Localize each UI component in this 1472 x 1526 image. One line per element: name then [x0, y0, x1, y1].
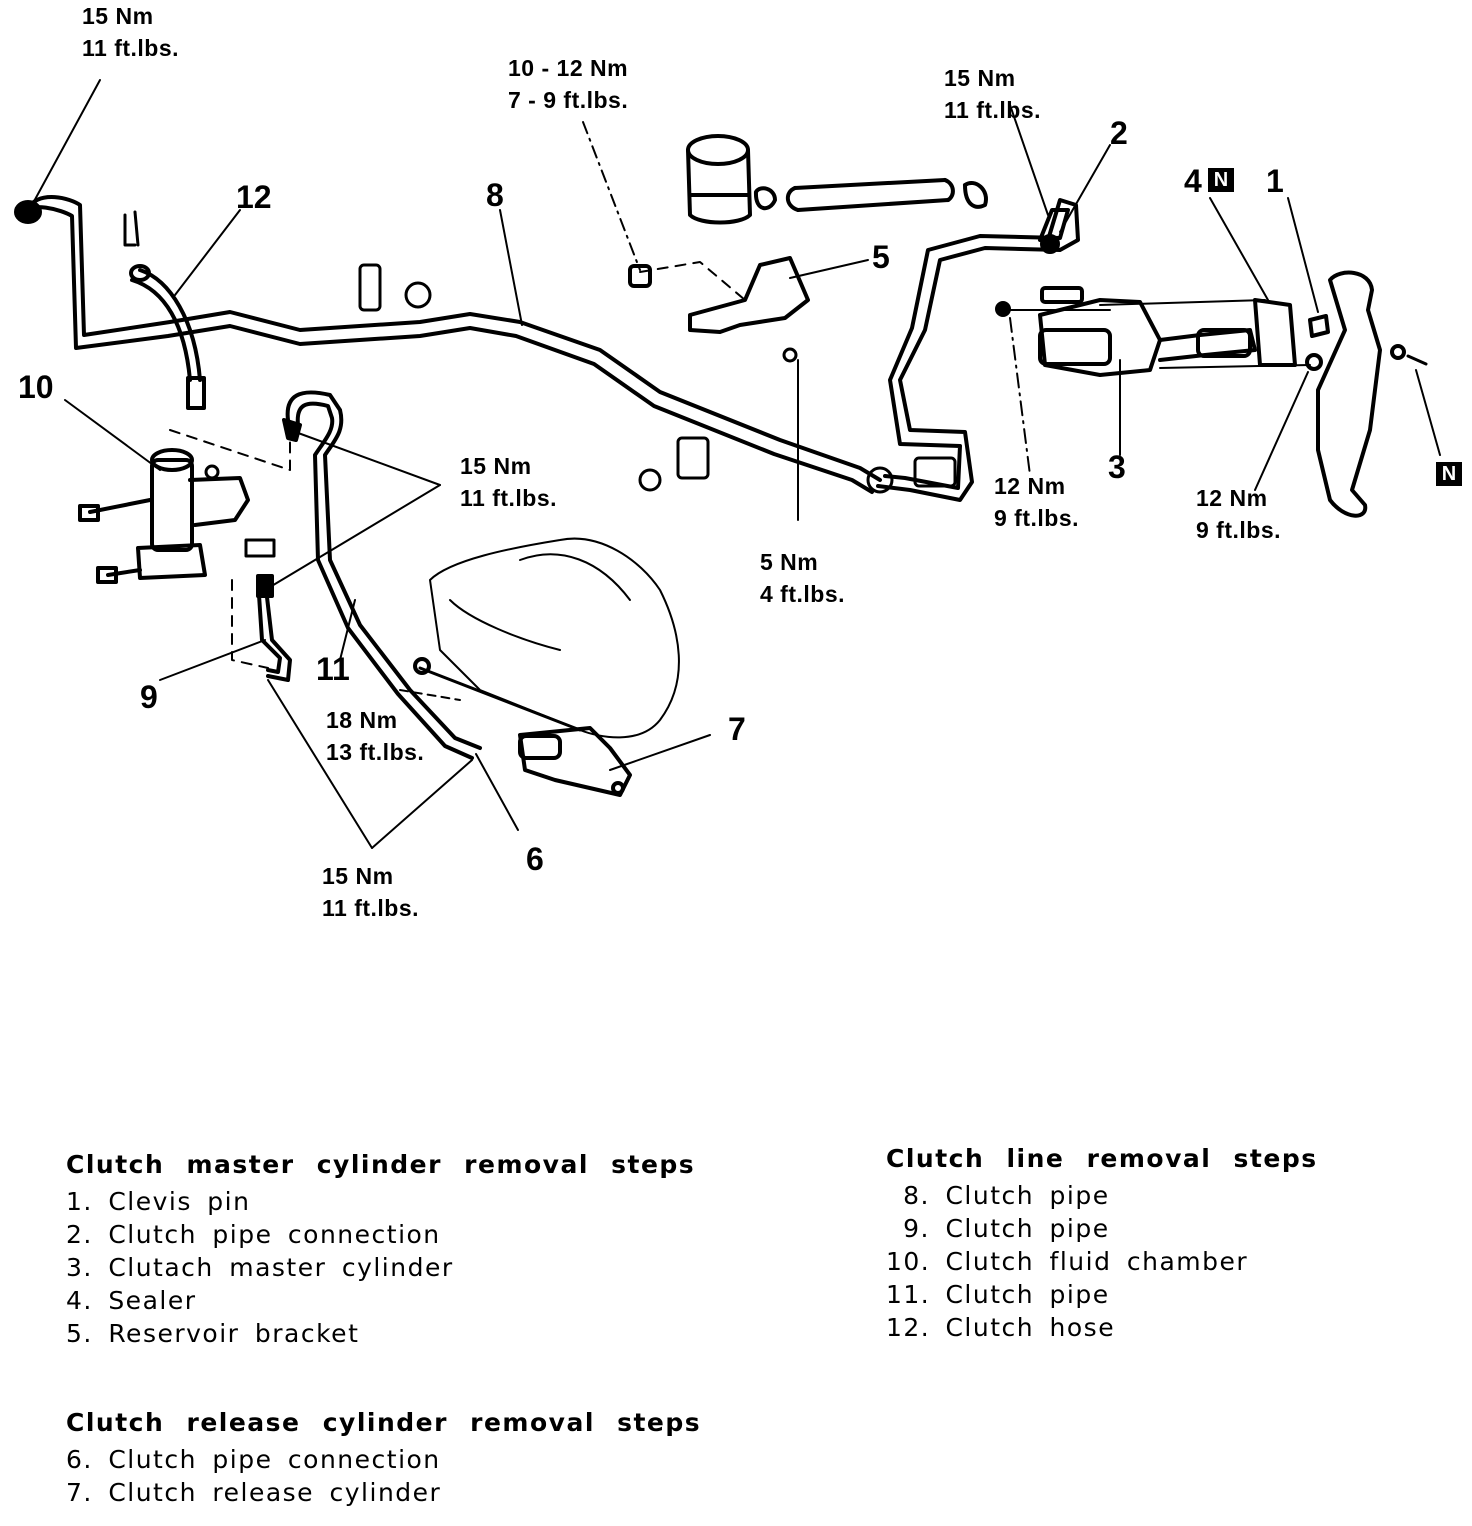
leader-lines [31, 79, 1441, 849]
clutch-release-cylinder-7 [413, 657, 632, 797]
list-item: 9. Clutch pipe [903, 1214, 1110, 1243]
torque-nm: 18 Nm [326, 707, 398, 733]
misc-fittings [123, 210, 957, 558]
list-item: 4. Sealer [66, 1286, 197, 1315]
torque-label-12nm-a: 12 Nm 9 ft.lbs. [994, 470, 1079, 534]
torque-ftlbs: 7 - 9 ft.lbs. [508, 87, 629, 113]
callout-10: 10 [18, 369, 54, 405]
list-item: 2. Clutch pipe connection [66, 1220, 441, 1249]
list-item: 5. Reservoir bracket [66, 1319, 360, 1348]
torque-nm: 15 Nm [944, 65, 1016, 91]
torque-ftlbs: 9 ft.lbs. [1196, 517, 1282, 543]
callout-7: 7 [728, 711, 746, 747]
list-item: 6. Clutch pipe connection [66, 1445, 441, 1474]
torque-nm: 12 Nm [1196, 485, 1268, 511]
torque-ftlbs: 13 ft.lbs. [326, 739, 425, 765]
reservoir-bracket-5 [628, 256, 810, 334]
torque-ftlbs: 11 ft.lbs. [460, 485, 558, 511]
callout-4: 4 [1184, 163, 1202, 199]
release-cylinder-steps: Clutch release cylinder removal steps 6.… [66, 1406, 701, 1509]
callout-5: 5 [872, 239, 890, 275]
clutch-line-steps: Clutch line removal steps 8. Clutch pipe… [886, 1142, 1318, 1344]
torque-label-18nm: 18 Nm 13 ft.lbs. [326, 704, 424, 768]
torque-ftlbs: 11 ft.lbs. [944, 97, 1042, 123]
clutch-pipe-9 [231, 574, 292, 682]
list-item: 12. Clutch hose [886, 1313, 1116, 1342]
torque-label-top-left: 15 Nm 11 ft.lbs. [82, 0, 179, 64]
callout-1: 1 [1266, 163, 1284, 199]
callout-9: 9 [140, 679, 158, 715]
list-item: 3. Clutach master cylinder [66, 1253, 454, 1282]
transmission-housing [429, 537, 680, 739]
torque-label-top-right: 15 Nm 11 ft.lbs. [944, 62, 1041, 126]
torque-label-top-mid: 10 - 12 Nm 7 - 9 ft.lbs. [508, 52, 628, 116]
list-item: 1. Clevis pin [66, 1187, 251, 1216]
torque-nm: 10 - 12 Nm [508, 55, 629, 81]
list-item: 8. Clutch pipe [903, 1181, 1110, 1210]
callout-6: 6 [526, 841, 544, 877]
torque-nm: 15 Nm [82, 3, 154, 29]
callout-8: 8 [486, 177, 504, 213]
callout-3: 3 [1108, 449, 1126, 485]
list-item: 10. Clutch fluid chamber [886, 1247, 1249, 1276]
release-steps-title: Clutch release cylinder removal steps [66, 1408, 702, 1437]
clutch-system-diagram [14, 79, 1441, 849]
torque-label-5nm: 5 Nm 4 ft.lbs. [760, 546, 845, 610]
torque-label-mid-left: 15 Nm 11 ft.lbs. [460, 450, 557, 514]
torque-nm: 15 Nm [460, 453, 532, 479]
clutch-master-cylinder-3 [995, 286, 1323, 377]
line-steps-title: Clutch line removal steps [886, 1144, 1318, 1173]
callout-11: 11 [316, 651, 350, 687]
reservoir [686, 134, 988, 225]
callout-12: 12 [236, 179, 272, 215]
torque-nm: 15 Nm [322, 863, 394, 889]
torque-ftlbs: 11 ft.lbs. [322, 895, 420, 921]
clutch-fluid-chamber-10 [78, 429, 291, 584]
list-item: 7. Clutch release cylinder [66, 1478, 442, 1507]
callout-2: 2 [1110, 115, 1128, 151]
clutch-pipe-2 [876, 198, 1080, 502]
torque-label-12nm-b: 12 Nm 9 ft.lbs. [1196, 482, 1281, 546]
n-marker-pedal: N [1436, 462, 1462, 486]
list-item: 11. Clutch pipe [886, 1280, 1110, 1309]
torque-ftlbs: 9 ft.lbs. [994, 505, 1080, 531]
clutch-pedal [1308, 270, 1428, 518]
torque-nm: 12 Nm [994, 473, 1066, 499]
clutch-hose-12 [129, 264, 206, 410]
master-steps-title: Clutch master cylinder removal steps [66, 1150, 696, 1179]
torque-label-bottom: 15 Nm 11 ft.lbs. [322, 860, 419, 924]
master-cylinder-steps: Clutch master cylinder removal steps 1. … [66, 1148, 695, 1350]
clutch-pipe-8 [14, 195, 882, 494]
torque-ftlbs: 4 ft.lbs. [760, 581, 846, 607]
n-marker-callout-4: N [1208, 168, 1234, 192]
torque-nm: 5 Nm [760, 549, 819, 575]
torque-ftlbs: 11 ft.lbs. [82, 35, 180, 61]
